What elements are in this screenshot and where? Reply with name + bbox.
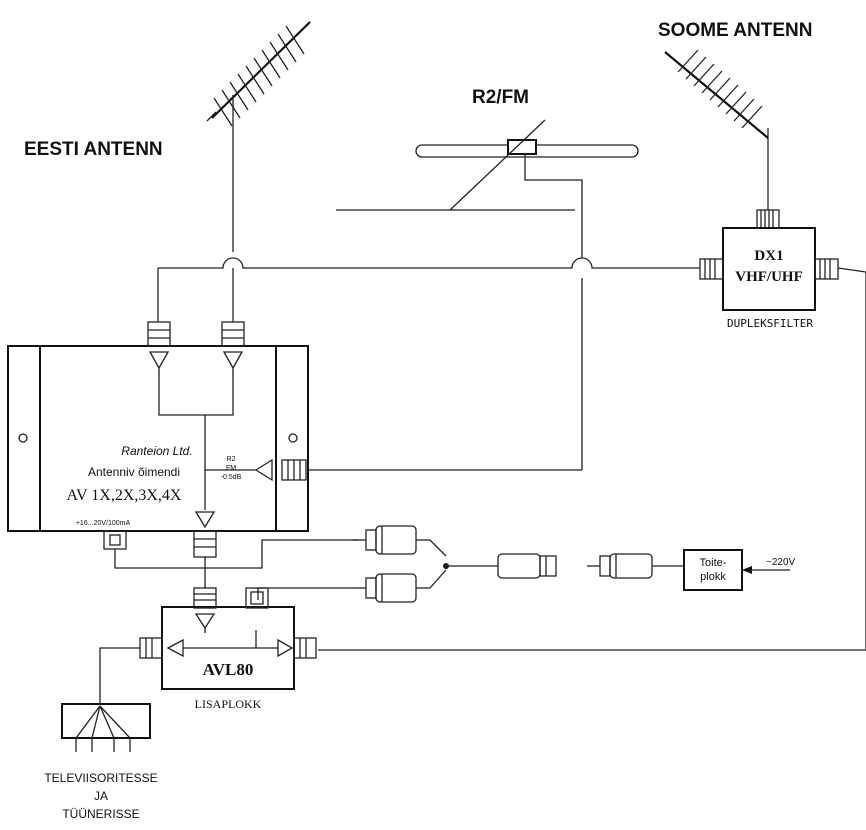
eesti-antenn-label: EESTI ANTENN [24, 139, 163, 160]
dx1-label: DX1 [754, 248, 783, 264]
power-supply-box [683, 549, 743, 591]
r2-small-label: R2 [227, 456, 236, 463]
vhf-uhf-label: VHF/UHF [735, 269, 803, 285]
avl80-label: AVL80 [203, 660, 254, 679]
toite2-label: plokk [700, 571, 726, 583]
antenniv-label: Antenniv õimendi [88, 465, 180, 479]
tv1-label: TELEVIISORITESSE [44, 771, 157, 785]
bus-line [158, 257, 700, 269]
soome-antenna [664, 49, 769, 210]
lisaplokk-label: LISAPLOKK [195, 697, 262, 711]
rca-plugs [352, 525, 684, 603]
v220-label: ~220V [766, 557, 796, 568]
tv2-label: JA [94, 789, 108, 803]
tv-splitter [61, 703, 151, 752]
tv3-label: TÜÜNERISSE [62, 807, 139, 821]
power-label: +16...20V/100mA [76, 520, 131, 527]
dupleksfilter-label: DUPLEKSFILTER [727, 317, 813, 330]
soome-antenn-label: SOOME ANTENN [658, 20, 812, 41]
duplex-filter [699, 209, 839, 311]
av-model-label: AV 1X,2X,3X,4X [67, 487, 182, 504]
avl80-block [139, 587, 317, 690]
ranteion-label: Ranteion Ltd. [121, 444, 192, 458]
db-small-label: -0.5dB [221, 474, 242, 481]
r2fm-label: R2/FM [472, 87, 529, 108]
fm-antenna [336, 119, 639, 258]
antenna-amplifier [7, 321, 309, 558]
fm-small-label: FM [226, 465, 236, 472]
toite1-label: Toite- [700, 557, 727, 569]
eesti-antenna [206, 21, 311, 252]
